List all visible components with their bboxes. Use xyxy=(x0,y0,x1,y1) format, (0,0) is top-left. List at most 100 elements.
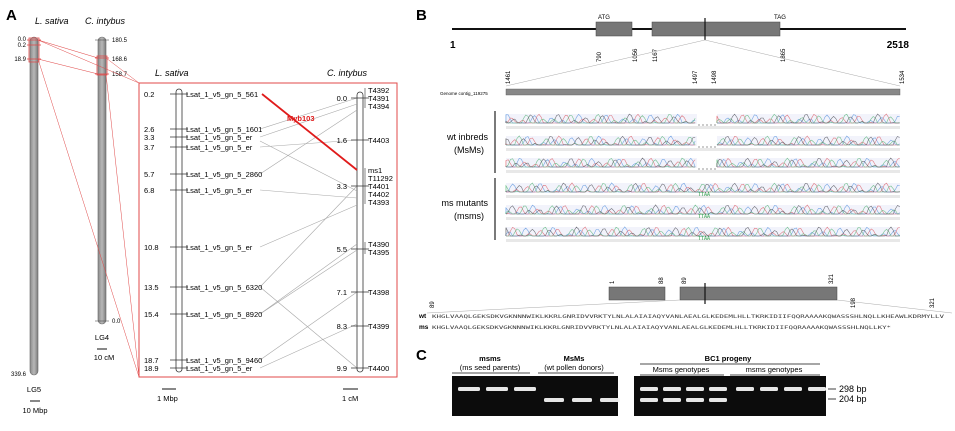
ms-label: ms xyxy=(419,324,429,331)
right-pos-6: 9.9 xyxy=(337,364,347,373)
right-marker-12: T4399 xyxy=(368,322,389,331)
left-pos-0: 0.2 xyxy=(144,90,154,99)
gene-end: 2518 xyxy=(887,40,910,51)
overview-species-right: C. intybus xyxy=(85,16,126,26)
coord-1056: 1056 xyxy=(633,48,639,62)
synteny-lines xyxy=(259,97,358,369)
right-pos-0: 0.0 xyxy=(337,94,347,103)
band-label-204: 204 bp xyxy=(839,394,867,404)
myb103-link xyxy=(261,93,358,171)
zoom-scale-left: 1 Mbp xyxy=(157,394,178,403)
left-gene-5: Lsat_1_v5_gn_5_er xyxy=(186,186,253,195)
lg4-tick-3: 0.0 xyxy=(112,319,121,325)
panel-b-letter: B xyxy=(416,7,427,24)
zoom-species-right: C. intybus xyxy=(327,68,368,78)
zoom-box xyxy=(138,82,398,378)
chromatogram-traces: TTAA TTAA TTAA xyxy=(505,113,901,242)
right-marker-3: T4403 xyxy=(368,136,389,145)
left-pos-7: 13.5 xyxy=(144,283,159,292)
atg-label: ATG xyxy=(598,15,610,21)
contig-coord-0: 1461 xyxy=(506,70,512,84)
right-pos-3: 5.5 xyxy=(337,245,347,254)
prot-coord-0: 1 xyxy=(610,280,616,284)
g3-title: BC1 progeny xyxy=(705,354,753,363)
lg4-chromosome xyxy=(97,36,107,325)
insertion-label-1: TTAA xyxy=(698,214,710,220)
insertion-label-2: TTAA xyxy=(698,236,710,242)
g1-sub: (ms seed parents) xyxy=(460,363,521,372)
tag-label: TAG xyxy=(774,15,786,21)
zoom-species-left: L. sativa xyxy=(155,68,189,78)
protein-domain-1 xyxy=(608,286,666,301)
left-gene-3: Lsat_1_v5_gn_5_er xyxy=(186,143,253,152)
band-label-298: 298 bp xyxy=(839,384,867,394)
right-pos-5: 8.3 xyxy=(337,322,347,331)
right-marker-4: ms1 xyxy=(368,166,382,175)
left-gene-7: Lsat_1_v5_gn_5_6320 xyxy=(186,283,262,292)
lg5-scale: 10 Mbp xyxy=(22,406,47,415)
exon-1 xyxy=(595,21,633,37)
group1-line1: wt inbreds xyxy=(446,132,489,142)
left-gene-4: Lsat_1_v5_gn_5_2860 xyxy=(186,170,262,179)
left-gene-2: Lsat_1_v5_gn_5_er xyxy=(186,133,253,142)
right-marker-13: T4400 xyxy=(368,364,389,373)
protein-domain-2 xyxy=(679,286,838,301)
left-gene-9: Lsat_1_v5_gn_5_9460 xyxy=(186,356,262,365)
contig-coord-1: 1497 xyxy=(693,70,699,84)
right-marker-8: T4393 xyxy=(368,198,389,207)
myb103-label: Myb103 xyxy=(287,114,315,123)
left-gene-0: Lsat_1_v5_gn_5_561 xyxy=(186,90,258,99)
group2-line1: ms mutants xyxy=(441,198,488,208)
right-marker-9: T4390 xyxy=(368,240,389,249)
lg5-label: LG5 xyxy=(27,385,41,394)
wt-label: wt xyxy=(418,313,427,320)
gel-bands xyxy=(458,387,826,402)
right-marker-0: T4392 xyxy=(368,86,389,95)
right-marker-1: T4391 xyxy=(368,94,389,103)
g2-sub: (wt pollen donors) xyxy=(544,363,604,372)
panel-c-letter: C xyxy=(416,347,427,364)
lg4-highlight-region xyxy=(96,55,108,76)
contig-name: Genome contig_119275 xyxy=(440,91,488,96)
g2-title: MsMs xyxy=(564,354,585,363)
g3-sub1: Msms genotypes xyxy=(653,365,710,374)
prot-end-coord-2: 321 xyxy=(930,297,936,308)
left-pos-5: 6.8 xyxy=(144,186,154,195)
lg4-tick-0: 180.5 xyxy=(112,38,128,44)
coord-790: 790 xyxy=(597,51,603,62)
contig-coord-3: 1534 xyxy=(900,70,906,84)
contig-bar xyxy=(505,88,901,96)
right-marker-2: T4394 xyxy=(368,102,389,111)
lg5-chromosome xyxy=(29,36,39,376)
left-gene-6: Lsat_1_v5_gn_5_er xyxy=(186,243,253,252)
right-marker-5: T11292 xyxy=(368,174,393,183)
right-pos-4: 7.1 xyxy=(337,288,347,297)
prot-coord-1: 88 xyxy=(659,277,665,284)
g1-title: msms xyxy=(479,354,501,363)
ms-sequence: KHGLVAAQLGEKSDKVGKNNNWIKLKKRLGNRIDVVRKTY… xyxy=(432,325,891,331)
gene-start: 1 xyxy=(450,40,456,51)
left-pos-8: 15.4 xyxy=(144,310,159,319)
wt-sequence: KHGLVAAQLGEKSDKVGKNNNWIKLKKRLGNRIDVVRKTY… xyxy=(432,314,944,320)
left-gene-8: Lsat_1_v5_gn_5_8920 xyxy=(186,310,262,319)
right-marker-11: T4398 xyxy=(368,288,389,297)
zoom-chromosome-right xyxy=(356,91,364,373)
left-pos-3: 3.7 xyxy=(144,143,154,152)
left-pos-10: 18.9 xyxy=(144,364,159,373)
lg4-tick-1: 168.6 xyxy=(112,57,128,63)
zoom-scale-right: 1 cM xyxy=(342,394,358,403)
left-pos-9: 18.7 xyxy=(144,356,159,365)
lg4-label: LG4 xyxy=(95,333,109,342)
lg4-scale: 10 cM xyxy=(94,353,114,362)
insertion-label-0: TTAA xyxy=(698,192,710,198)
panel-a-letter: A xyxy=(6,7,17,24)
right-marker-7: T4402 xyxy=(368,190,389,199)
exon-2 xyxy=(651,21,781,37)
left-gene-1: Lsat_1_v5_gn_5_1601 xyxy=(186,125,262,134)
lg5-tick-1: 0.2 xyxy=(18,43,27,49)
g3-sub2: msms genotypes xyxy=(746,365,803,374)
overview-species-left: L. sativa xyxy=(35,16,69,26)
zoom-right-markers: 0.01.63.35.57.18.39.9T4392T4391T4394T440… xyxy=(337,86,393,373)
